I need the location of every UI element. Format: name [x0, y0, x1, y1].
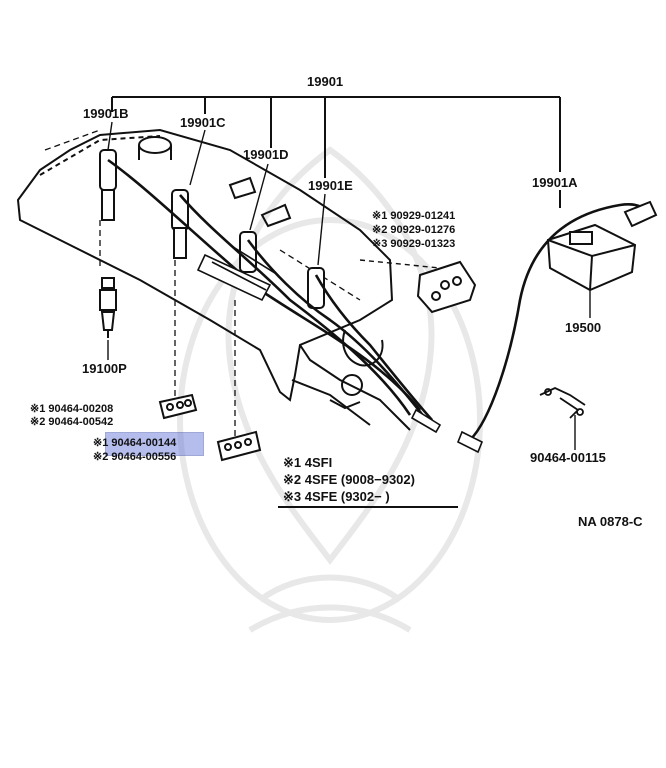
legend-mark: ※2 [283, 472, 302, 487]
clamp-a-option-1[interactable]: ※1 90464-00208 [30, 403, 114, 415]
label-19901e[interactable]: 19901E [308, 178, 353, 193]
holder-option-2[interactable]: ※2 90929-01276 [372, 224, 456, 236]
ignition-coil [546, 200, 658, 292]
label-19500[interactable]: 19500 [565, 320, 602, 335]
legend-mark: ※3 [283, 489, 302, 504]
wire-separators [196, 244, 484, 454]
legend-text: 4SFI [304, 455, 333, 470]
label-19901[interactable]: 19901 [307, 74, 344, 89]
legend-row: ※2 4SFE (9008−9302) [283, 473, 415, 487]
legend-text: 4SFE (9008−9302) [304, 472, 415, 487]
wire-clip-small [539, 387, 586, 419]
clamp-b-option-2[interactable]: ※2 90464-00556 [93, 451, 177, 463]
valve-cover [16, 128, 411, 431]
wire-holder [416, 260, 477, 314]
leader-19901 [111, 96, 561, 208]
legend-text: 4SFE (9302− ) [304, 489, 390, 504]
holder-option-1[interactable]: ※1 90929-01241 [372, 210, 456, 222]
legend-mark: ※1 [283, 455, 302, 470]
label-19901b[interactable]: 19901B [83, 106, 129, 121]
spark-plug [99, 277, 117, 338]
clamp-a-drawing [158, 393, 198, 420]
legend-row: ※3 4SFE (9302− ) [283, 490, 390, 504]
watermark-crest [177, 146, 483, 633]
part-highlight [105, 432, 204, 456]
label-90464-00115[interactable]: 90464-00115 [530, 450, 606, 465]
hidden-lines [44, 129, 361, 440]
clamp-b-drawing [216, 430, 262, 462]
diagram-code: NA 0878-C [578, 514, 643, 529]
label-19100p[interactable]: 19100P [82, 361, 127, 376]
label-19901a[interactable]: 19901A [532, 175, 578, 190]
clamp-b-option-1[interactable]: ※1 90464-00144 [93, 437, 177, 449]
clamp-a-option-2[interactable]: ※2 90464-00542 [30, 416, 114, 428]
leader-lines [107, 121, 591, 450]
label-19901c[interactable]: 19901C [180, 115, 226, 130]
label-19901d[interactable]: 19901D [243, 147, 289, 162]
legend-row: ※1 4SFI [283, 456, 332, 470]
holder-option-3[interactable]: ※3 90929-01323 [372, 238, 456, 250]
